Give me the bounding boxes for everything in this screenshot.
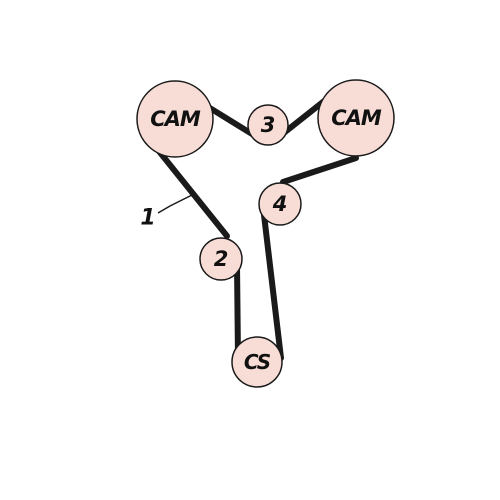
pulley-cam-right-label: CAM (331, 106, 382, 130)
crankshaft-pulley-circle (231, 336, 283, 388)
idler-pulley-4: 4 (258, 182, 302, 226)
crankshaft-pulley-label: CS (244, 350, 271, 374)
idler-pulley-3: 3 (247, 104, 289, 146)
timing-belt (151, 95, 359, 361)
belt-segment-idler-2-to-cam-left (151, 142, 230, 239)
belt-segment-idler-4-to-crankshaft (261, 212, 284, 361)
idler-pulley-4-circle (258, 182, 302, 226)
pulley-cam-right: CAM (317, 79, 395, 157)
crankshaft-pulley: CS (231, 336, 283, 388)
pulley-cam-right-circle (317, 79, 395, 157)
idler-pulley-2-circle (199, 237, 243, 281)
pulley-cam-left-label: CAM (150, 107, 201, 131)
belt-callout-leader (157, 192, 197, 214)
idler-pulley-2: 2 (199, 237, 243, 281)
idler-pulley-3-circle (247, 104, 289, 146)
pulley-cam-left-circle (136, 80, 214, 158)
idler-pulley-3-label: 3 (261, 113, 276, 137)
belt-segment-crankshaft-to-idler-2 (234, 262, 241, 361)
belt-segment-cam-right-to-idler-4 (280, 155, 359, 185)
belt-callout-label: 1 (140, 206, 155, 231)
belt-segment-cam-left-to-idler-3 (202, 102, 255, 137)
idler-pulley-4-label: 4 (272, 192, 288, 216)
pulley-cam-left: CAM (136, 80, 214, 158)
idler-pulley-2-label: 2 (214, 247, 229, 271)
